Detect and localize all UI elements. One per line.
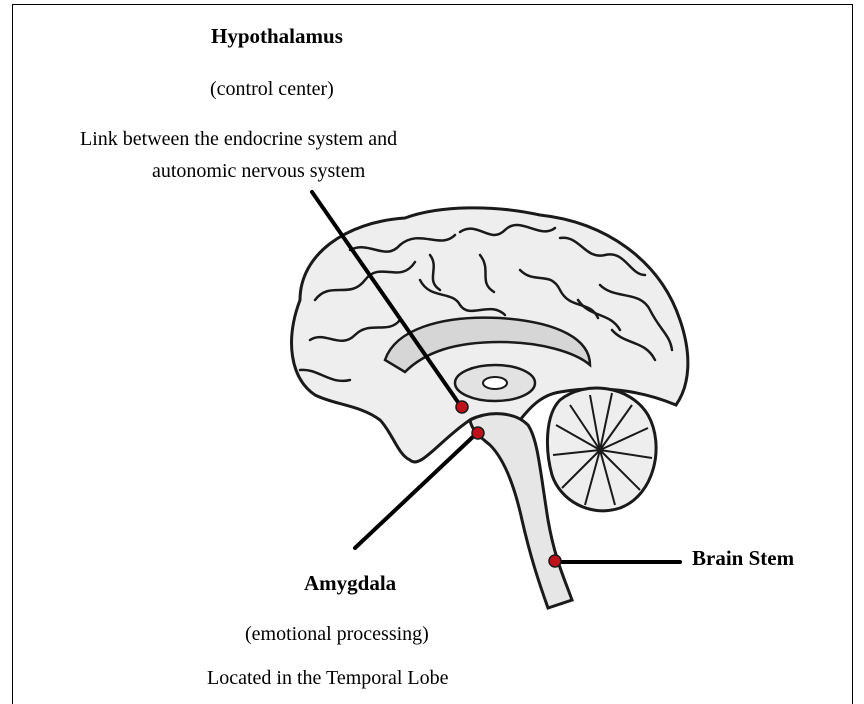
amygdala-title: Amygdala [304, 571, 396, 596]
hypothalamus-description-line2: autonomic nervous system [152, 160, 365, 183]
hypothalamus-title: Hypothalamus [211, 24, 343, 49]
brain-stem-marker [549, 555, 561, 567]
hypothalamus-description-line1: Link between the endocrine system and [80, 128, 397, 151]
amygdala-location: Located in the Temporal Lobe [207, 667, 448, 690]
thalamus-core [483, 377, 507, 389]
amygdala-marker [472, 427, 484, 439]
cerebellum [547, 388, 656, 511]
brain-stem-title: Brain Stem [692, 546, 794, 571]
hypothalamus-subtitle: (control center) [210, 78, 334, 101]
hypothalamus-marker [456, 401, 468, 413]
amygdala-subtitle: (emotional processing) [245, 623, 429, 646]
